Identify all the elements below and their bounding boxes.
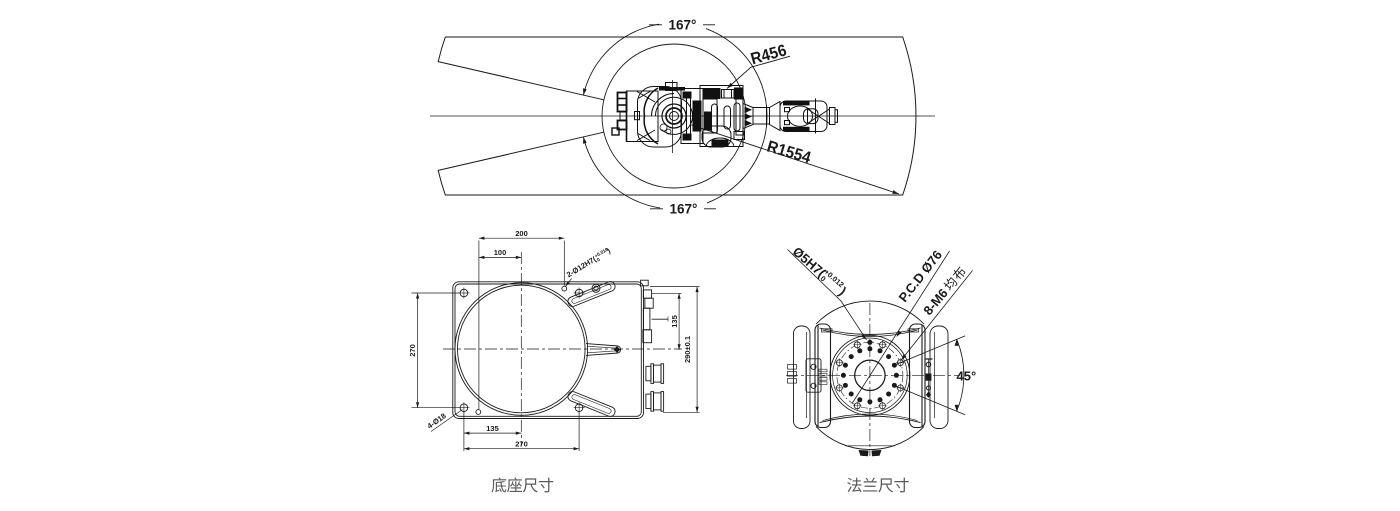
svg-text:0: 0 xyxy=(819,274,828,284)
svg-text:290±0.1: 290±0.1 xyxy=(683,336,692,363)
svg-text:270: 270 xyxy=(515,440,528,449)
svg-text:167°: 167° xyxy=(669,17,697,32)
svg-text:135: 135 xyxy=(486,424,499,433)
svg-text:167°: 167° xyxy=(670,202,698,217)
svg-text:): ) xyxy=(605,246,612,255)
svg-text:200: 200 xyxy=(515,229,528,238)
svg-text:0: 0 xyxy=(596,257,602,264)
svg-text:270: 270 xyxy=(408,344,417,357)
svg-text:135: 135 xyxy=(670,315,679,328)
svg-text:45°: 45° xyxy=(957,369,977,384)
svg-text:100: 100 xyxy=(494,248,507,257)
